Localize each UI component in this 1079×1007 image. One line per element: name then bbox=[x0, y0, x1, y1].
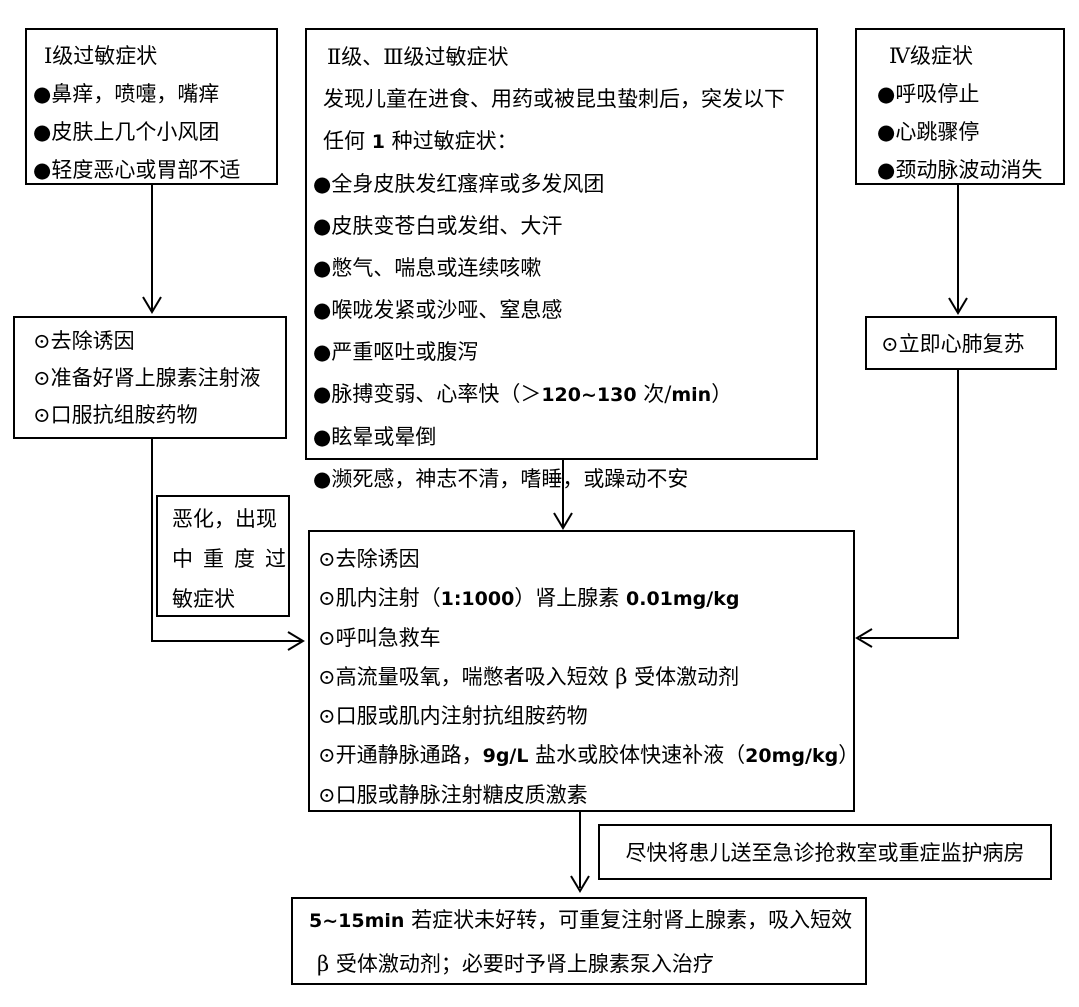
arrow-grade1-to-mild-action bbox=[142, 185, 162, 314]
symptom-item: ●呼吸停止 bbox=[877, 82, 980, 106]
arrow-cpr-to-severe-action bbox=[855, 370, 959, 648]
action-item: ⊙呼叫急救车 bbox=[318, 626, 441, 650]
condition-line: 中重度过 bbox=[172, 547, 296, 571]
action-item: ⊙去除诱因 bbox=[318, 547, 420, 571]
action-item: ⊙准备好肾上腺素注射液 bbox=[33, 366, 261, 390]
symptom-item: ●濒死感，神志不清，嗜睡，或躁动不安 bbox=[313, 467, 689, 491]
action-item: ⊙口服或静脉注射糖皮质激素 bbox=[318, 783, 588, 807]
condition-line: 恶化，出现 bbox=[172, 507, 277, 531]
action-item: ⊙口服或肌内注射抗组胺药物 bbox=[318, 704, 588, 728]
symptom-item: ●心跳骤停 bbox=[877, 120, 980, 144]
transfer-to-er-box: 尽快将患儿送至急诊抢救室或重症监护病房 bbox=[598, 824, 1052, 880]
symptom-item: ●喉咙发紧或沙哑、窒息感 bbox=[313, 298, 563, 322]
repeat-line: β 受体激动剂；必要时予肾上腺素泵入治疗 bbox=[317, 952, 714, 976]
repeat-treatment-box: 5~15min 若症状未好转，可重复注射肾上腺素，吸入短效 β 受体激动剂；必要… bbox=[291, 897, 867, 985]
symptom-item: ●眩晕或晕倒 bbox=[313, 425, 437, 449]
grade23-intro-line: 任何 1 种过敏症状： bbox=[323, 129, 518, 153]
mild-action-box: ⊙去除诱因 ⊙准备好肾上腺素注射液 ⊙口服抗组胺药物 bbox=[13, 316, 287, 439]
grade1-symptoms-box: Ⅰ级过敏症状 ●鼻痒，喷嚏，嘴痒 ●皮肤上几个小风团 ●轻度恶心或胃部不适 bbox=[25, 28, 278, 185]
symptom-item: ●鼻痒，喷嚏，嘴痒 bbox=[33, 82, 220, 106]
action-item: ⊙开通静脉通路，9g/L 盐水或胶体快速补液（20mg/kg） bbox=[318, 743, 860, 767]
action-item: ⊙高流量吸氧，喘憋者吸入短效 β 受体激动剂 bbox=[318, 665, 740, 689]
grade23-intro-line: 发现儿童在进食、用药或被昆虫蛰刺后，突发以下 bbox=[323, 87, 785, 111]
grade4-symptoms-box: Ⅳ级症状 ●呼吸停止 ●心跳骤停 ●颈动脉波动消失 bbox=[855, 28, 1065, 185]
symptom-item: ●皮肤变苍白或发绀、大汗 bbox=[313, 214, 563, 238]
cpr-action-box: ⊙立即心肺复苏 bbox=[865, 316, 1057, 370]
symptom-item: ●严重呕吐或腹泻 bbox=[313, 340, 479, 364]
grade1-title: Ⅰ级过敏症状 bbox=[44, 44, 158, 68]
arrow-severe-action-to-repeat bbox=[570, 812, 590, 893]
symptom-item: ●脉搏变弱、心率快（＞120~130 次/min） bbox=[313, 382, 733, 406]
action-item: ⊙去除诱因 bbox=[33, 329, 135, 353]
symptom-item: ●憋气、喘息或连续咳嗽 bbox=[313, 256, 542, 280]
action-item: ⊙立即心肺复苏 bbox=[881, 332, 1025, 356]
symptom-item: ●皮肤上几个小风团 bbox=[33, 120, 220, 144]
condition-line: 敏症状 bbox=[172, 587, 235, 611]
repeat-line: 5~15min 若症状未好转，可重复注射肾上腺素，吸入短效 bbox=[309, 908, 853, 932]
action-item: ⊙口服抗组胺药物 bbox=[33, 403, 198, 427]
grade23-title: Ⅱ级、Ⅲ级过敏症状 bbox=[327, 45, 509, 69]
symptom-item: ●轻度恶心或胃部不适 bbox=[33, 158, 241, 182]
action-item: ⊙肌内注射（1:1000）肾上腺素 0.01mg/kg bbox=[318, 586, 740, 610]
grade4-title: Ⅳ级症状 bbox=[889, 44, 973, 68]
symptom-item: ●全身皮肤发红瘙痒或多发风团 bbox=[313, 172, 605, 196]
worsening-condition-box: 恶化，出现 中重度过 敏症状 bbox=[156, 495, 290, 617]
arrow-grade4-to-cpr bbox=[948, 185, 968, 315]
transfer-text: 尽快将患儿送至急诊抢救室或重症监护病房 bbox=[625, 841, 1025, 865]
symptom-item: ●颈动脉波动消失 bbox=[877, 158, 1043, 182]
grade23-symptoms-box: Ⅱ级、Ⅲ级过敏症状 发现儿童在进食、用药或被昆虫蛰刺后，突发以下 任何 1 种过… bbox=[305, 28, 818, 491]
severe-action-box: ⊙去除诱因 ⊙肌内注射（1:1000）肾上腺素 0.01mg/kg ⊙呼叫急救车… bbox=[308, 530, 860, 812]
